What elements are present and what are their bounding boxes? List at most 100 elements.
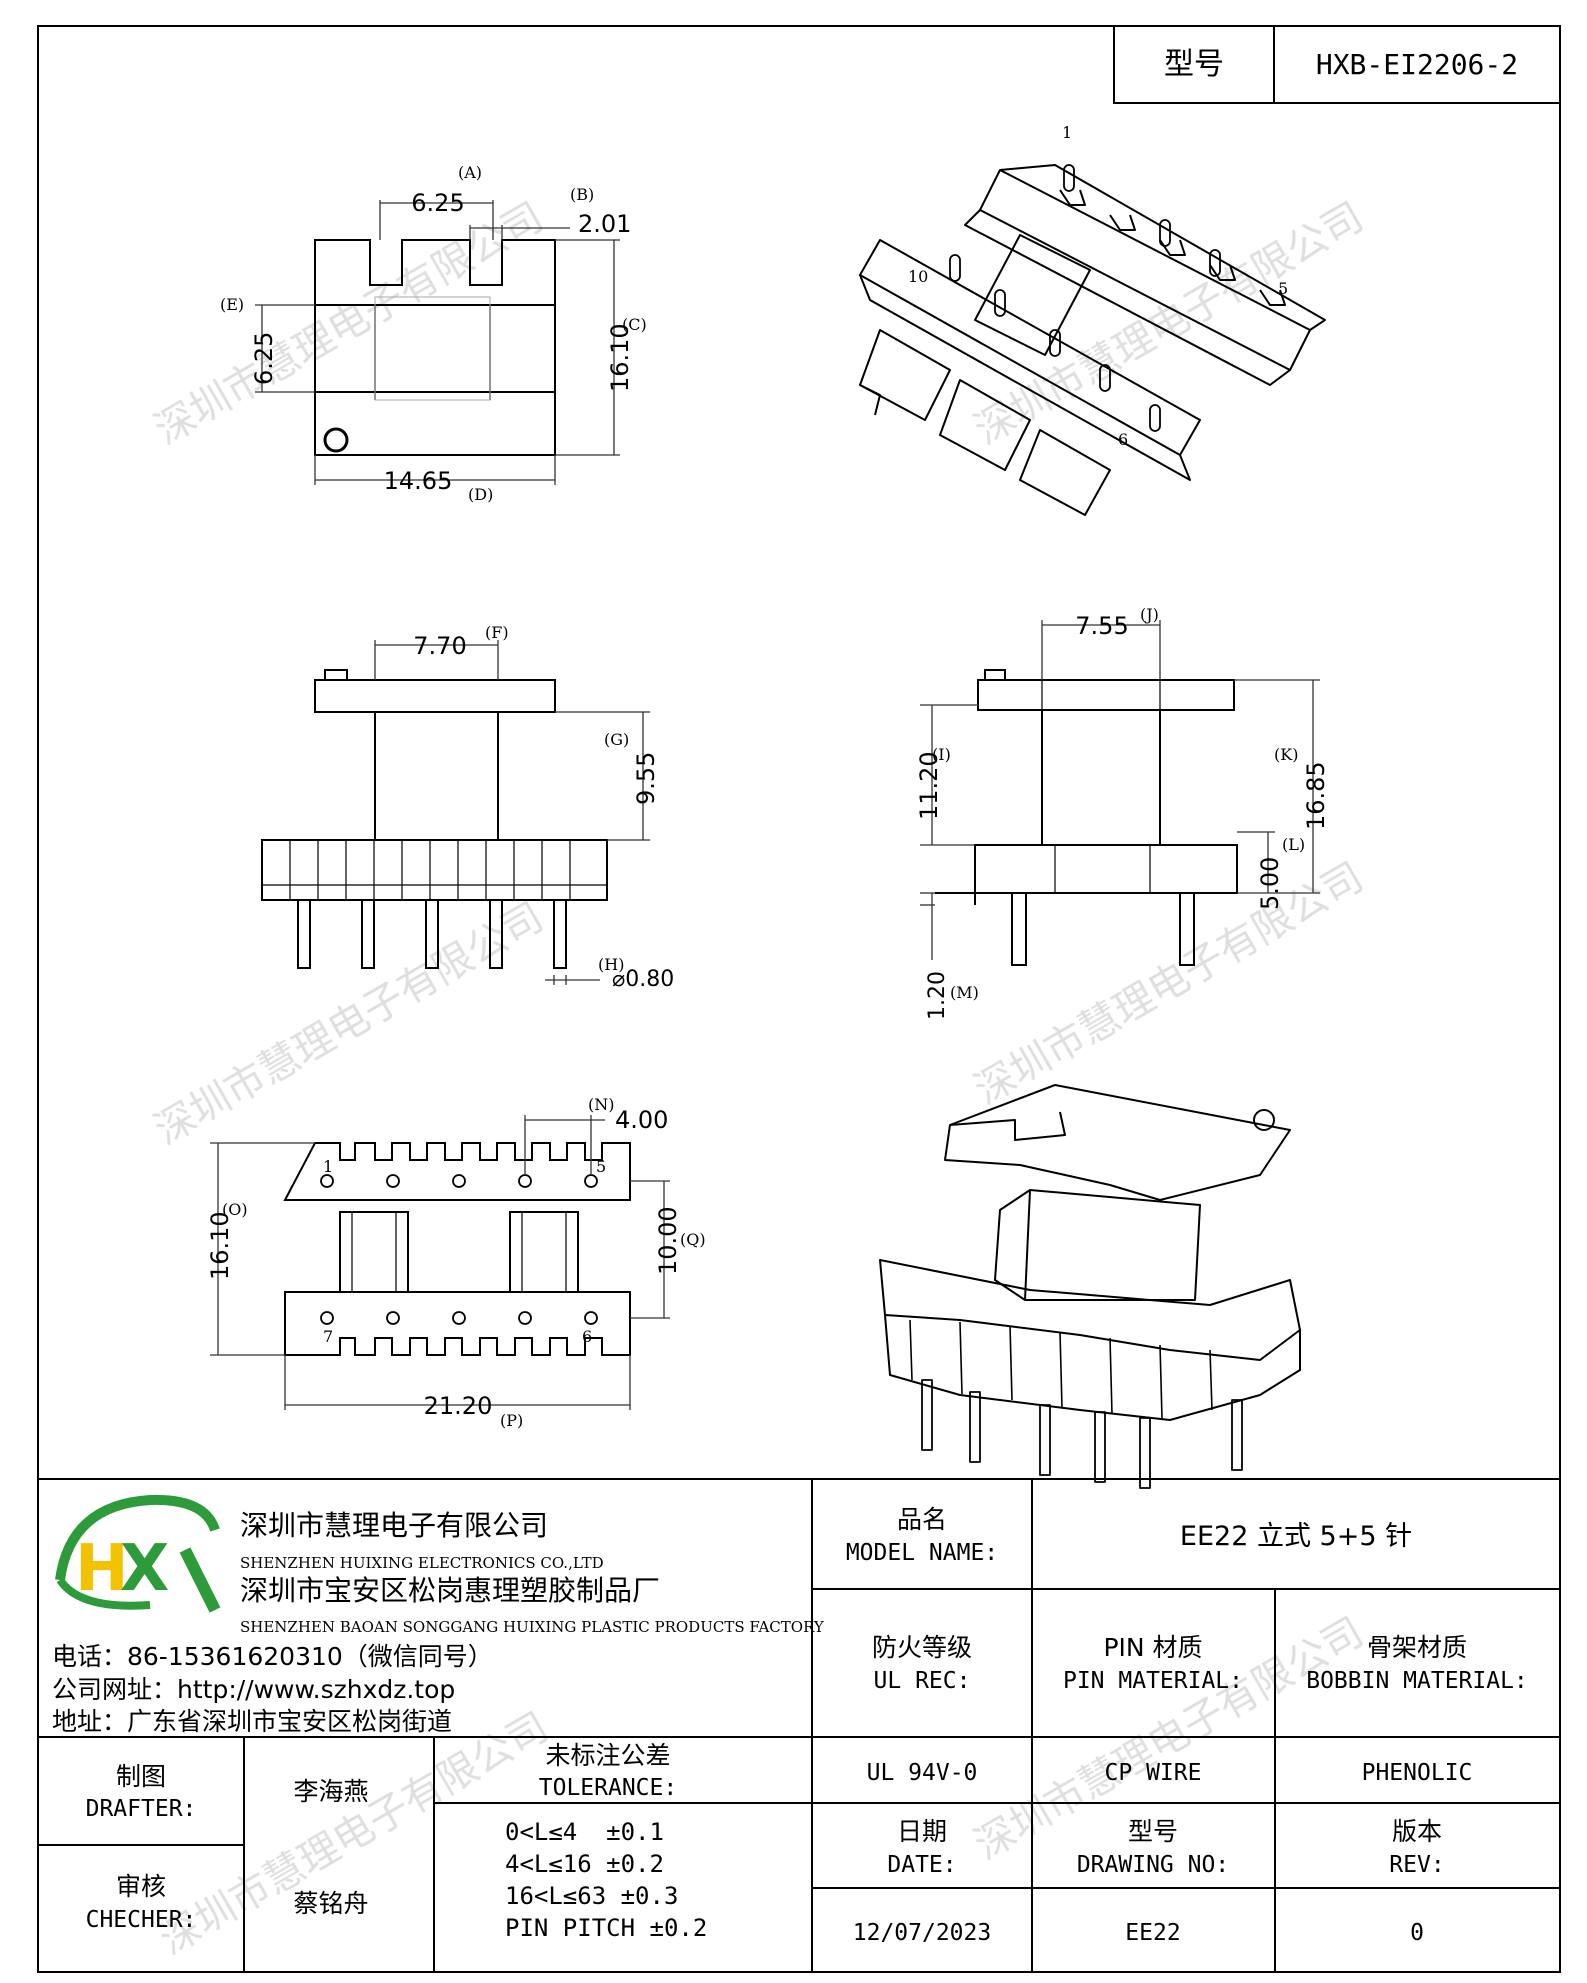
- company-phone: 电话：86-15361620310（微信同号）: [52, 1642, 493, 1671]
- dim-K-value: 16.85: [1302, 761, 1330, 830]
- dim-O-tag: (O): [222, 1200, 248, 1219]
- dim-N-value: 4.00: [615, 1106, 668, 1134]
- rev-en: REV:: [1389, 1852, 1444, 1878]
- date-cn: 日期: [897, 1817, 947, 1846]
- tolerance-en: TOLERANCE:: [539, 1775, 677, 1801]
- dim-D-tag: (D): [468, 485, 493, 504]
- bottom-pin-6: 6: [582, 1327, 592, 1346]
- checker-en: CHECHER:: [86, 1907, 197, 1933]
- dim-G-value: 9.55: [632, 752, 660, 805]
- factory-name-en: SHENZHEN BAOAN SONGGANG HUIXING PLASTIC …: [240, 1618, 825, 1636]
- dim-M-value: 1.20: [925, 971, 950, 1020]
- dim-J-value: 7.55: [1075, 612, 1128, 640]
- dim-Q-value: 10.00: [654, 1206, 682, 1275]
- bottom-pin-7: 7: [323, 1327, 333, 1346]
- bottom-pin-1: 1: [323, 1157, 333, 1176]
- dim-O-value: 16.10: [206, 1211, 234, 1280]
- dim-C-value: 16.10: [606, 323, 634, 392]
- iso-pin-10: 10: [908, 267, 928, 286]
- bobbin-material-en: BOBBIN MATERIAL:: [1306, 1668, 1528, 1694]
- tolerance-line-4: PIN PITCH ±0.2: [505, 1914, 707, 1942]
- date-value: 12/07/2023: [853, 1920, 991, 1946]
- view-top: 6.25 (A) 2.01 (B) 16.10 (C) 14.65 (D) 6.…: [220, 163, 647, 504]
- dim-H-tag: (H): [598, 955, 624, 974]
- iso-pin-1: 1: [1062, 123, 1072, 142]
- logo-x-letter: X: [120, 1532, 169, 1606]
- company-name-cn: 深圳市慧理电子有限公司: [240, 1509, 548, 1542]
- dim-E-value: 6.25: [250, 332, 278, 385]
- company-name-en: SHENZHEN HUIXING ELECTRONICS CO.,LTD: [240, 1554, 604, 1572]
- pin-material-en: PIN MATERIAL:: [1063, 1668, 1243, 1694]
- iso-pin-6: 6: [1118, 430, 1128, 449]
- company-logo: H X: [55, 1494, 221, 1613]
- drafter-value: 李海燕: [293, 1777, 368, 1806]
- view-side: 7.55 (J) 11.20 (I) 16.85 (K) 5.00 (L) 1.…: [915, 605, 1330, 1020]
- checker-value: 蔡铭舟: [293, 1889, 368, 1918]
- dim-N-tag: (N): [588, 1095, 614, 1114]
- sheet-border: [37, 25, 1561, 1973]
- ul-value: UL 94V-0: [867, 1760, 978, 1786]
- dim-B-tag: (B): [570, 185, 594, 204]
- watermark-6: 深圳市慧理电子有限公司: [152, 1704, 556, 1964]
- factory-name-cn: 深圳市宝安区松岗惠理塑胶制品厂: [240, 1574, 660, 1607]
- dim-A-value: 6.25: [411, 189, 464, 217]
- dim-B-value: 2.01: [578, 210, 631, 238]
- model-name-en: MODEL NAME:: [846, 1540, 998, 1566]
- header-model-value: HXB-EI2206-2: [1316, 48, 1518, 81]
- dim-A-tag: (A): [458, 163, 482, 182]
- table-cells: 品名 MODEL NAME: EE22 立式 5+5 针 防火等级 UL REC…: [86, 1505, 1528, 1946]
- drawing-no-cn: 型号: [1128, 1817, 1178, 1846]
- bobbin-material-cn: 骨架材质: [1367, 1633, 1467, 1662]
- header-model-box: 型号 HXB-EI2206-2: [1113, 25, 1561, 104]
- rev-value: 0: [1410, 1920, 1424, 1946]
- dim-G-tag: (G): [604, 730, 629, 749]
- dim-I-value: 11.20: [915, 751, 943, 820]
- dim-L-tag: (L): [1282, 835, 1305, 854]
- pin-material-value: CP WIRE: [1105, 1760, 1202, 1786]
- view-bottom: 4.00 (N) 16.10 (O) 21.20 (P) 10.00 (Q) 1…: [206, 1095, 706, 1430]
- header-model-label: 型号: [1164, 47, 1224, 82]
- dim-M-tag: (M): [950, 983, 979, 1002]
- view-iso-top: 1 5 6 10: [859, 123, 1326, 516]
- dim-K-tag: (K): [1274, 745, 1298, 764]
- pin-material-cn: PIN 材质: [1103, 1633, 1202, 1662]
- tolerance-line-2: 4<L≤16 ±0.2: [505, 1850, 664, 1878]
- company-website: 公司网址：http://www.szhxdz.top: [52, 1675, 455, 1704]
- bottom-pin-5: 5: [596, 1157, 606, 1176]
- drawing-no-value: EE22: [1125, 1920, 1180, 1946]
- dim-I-tag: (I): [932, 745, 951, 764]
- model-name-value: EE22 立式 5+5 针: [1180, 1521, 1412, 1552]
- bobbin-material-value: PHENOLIC: [1362, 1760, 1473, 1786]
- dim-J-tag: (J): [1140, 605, 1159, 624]
- tolerance-line-3: 16<L≤63 ±0.3: [505, 1882, 678, 1910]
- model-name-cn: 品名: [897, 1505, 947, 1534]
- title-block: [38, 1478, 1560, 1972]
- checker-cn: 审核: [116, 1872, 166, 1901]
- view-front: 7.70 (F) 9.55 (G) ⌀0.80 (H): [261, 623, 674, 992]
- drawing-no-en: DRAWING NO:: [1077, 1852, 1229, 1878]
- tolerance-cn: 未标注公差: [545, 1741, 670, 1770]
- ul-rec-en: UL REC:: [874, 1668, 971, 1694]
- company-address: 地址：广东省深圳市宝安区松岗街道: [52, 1707, 452, 1736]
- dim-P-tag: (P): [500, 1411, 523, 1430]
- view-iso-front: [879, 1084, 1301, 1489]
- drafter-cn: 制图: [116, 1762, 166, 1791]
- dim-Q-tag: (Q): [680, 1230, 706, 1249]
- date-en: DATE:: [887, 1852, 956, 1878]
- drafter-en: DRAFTER:: [86, 1796, 197, 1822]
- logo-h-letter: H: [75, 1532, 129, 1606]
- iso-pin-5: 5: [1278, 279, 1288, 298]
- dim-H-value: ⌀0.80: [612, 967, 674, 992]
- dim-F-tag: (F): [485, 623, 509, 642]
- tolerance-line-1: 0<L≤4 ±0.1: [505, 1818, 664, 1846]
- dim-C-tag: (C): [622, 315, 647, 334]
- dim-P-value: 21.20: [424, 1392, 493, 1420]
- ul-rec-cn: 防火等级: [872, 1633, 972, 1662]
- rev-cn: 版本: [1392, 1817, 1442, 1846]
- dim-D-value: 14.65: [384, 467, 453, 495]
- company-info: 深圳市慧理电子有限公司 SHENZHEN HUIXING ELECTRONICS…: [52, 1509, 825, 1736]
- dim-F-value: 7.70: [413, 632, 466, 660]
- dim-L-value: 5.00: [1256, 857, 1284, 910]
- dim-E-tag: (E): [220, 295, 244, 314]
